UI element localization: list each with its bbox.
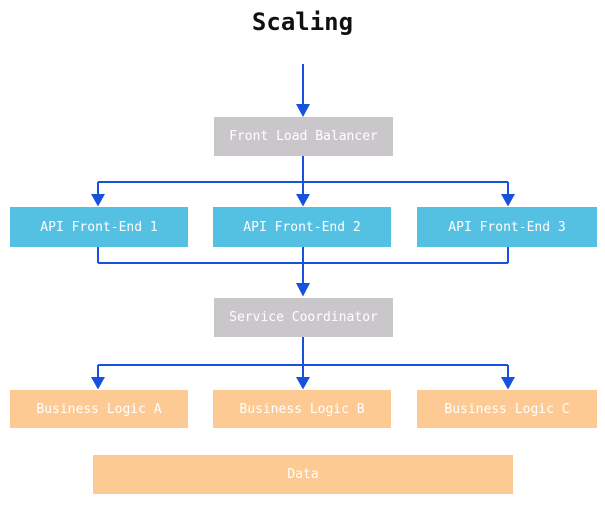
node-front-load-balancer: Front Load Balancer xyxy=(214,117,393,156)
edge-entry-to-front-load-balancer xyxy=(296,64,310,117)
node-api-front-end-3: API Front-End 3 xyxy=(417,207,597,247)
node-front-load-balancer-label: Front Load Balancer xyxy=(229,129,378,144)
node-business-logic-a: Business Logic A xyxy=(10,390,188,428)
node-api-front-end-1-label: API Front-End 1 xyxy=(40,219,158,235)
node-data-label: Data xyxy=(287,467,319,482)
node-business-logic-b-label: Business Logic B xyxy=(239,401,365,417)
node-service-coordinator: Service Coordinator xyxy=(214,298,393,337)
edge-api-front-ends-to-service-coordinator xyxy=(97,247,509,297)
node-business-logic-a-label: Business Logic A xyxy=(36,401,162,417)
edge-flb-to-api-front-ends xyxy=(91,156,515,207)
node-api-front-end-2: API Front-End 2 xyxy=(213,207,391,247)
node-api-front-end-2-label: API Front-End 2 xyxy=(243,219,361,235)
node-data: Data xyxy=(93,455,513,494)
node-business-logic-c: Business Logic C xyxy=(417,390,597,428)
node-api-front-end-1: API Front-End 1 xyxy=(10,207,188,247)
node-business-logic-c-label: Business Logic C xyxy=(444,401,570,417)
node-business-logic-b: Business Logic B xyxy=(213,390,391,428)
diagram-title: Scaling xyxy=(251,8,354,36)
node-service-coordinator-label: Service Coordinator xyxy=(229,310,378,325)
edge-service-coordinator-to-business-logic xyxy=(91,337,515,390)
node-api-front-end-3-label: API Front-End 3 xyxy=(448,219,566,235)
